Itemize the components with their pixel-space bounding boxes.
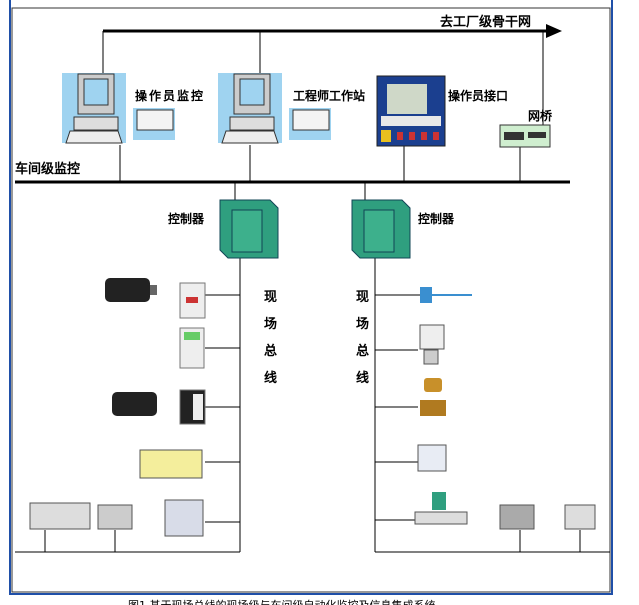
transmitter-icon: [419, 324, 445, 365]
terminal-block-icon: [139, 449, 203, 479]
engineer-station-label: 工程师工作站: [293, 89, 366, 103]
right-field-devices: [414, 287, 596, 530]
drive-icon: [179, 282, 206, 319]
operator-interface-panel-icon: [376, 75, 446, 147]
pump-2-icon: [499, 504, 535, 530]
servo-motor-icon: [105, 278, 157, 302]
controller-right-icon: [351, 199, 411, 259]
engineer-station-pc-icon: [218, 73, 331, 144]
operator-monitor-pc-icon: [62, 73, 175, 144]
controller-left-icon: [219, 199, 279, 259]
outer-frame: [9, 0, 613, 595]
bridge-icon: [499, 124, 551, 148]
controller-right-label: 控制器: [418, 212, 455, 226]
connector-lines: [15, 31, 610, 553]
pressure-transmitter-icon: [417, 444, 447, 472]
control-valve-icon: [420, 378, 446, 416]
backbone-label: 去工厂级骨干网: [440, 15, 532, 30]
operator-interface-label: 操作员接口: [448, 89, 509, 103]
figure-caption: 图1 基于现场总线的现场级与车间级自动化监控及信息集成系统: [128, 597, 436, 605]
pump-icon: [97, 504, 133, 530]
fieldbus-right-label: 现场总线: [356, 290, 370, 386]
controller-left-label: 控制器: [168, 212, 205, 226]
valve-actuator-icon: [164, 499, 204, 537]
bridge-label: 网桥: [528, 109, 553, 123]
left-field-devices: [29, 278, 206, 537]
operator-monitor-label: 操作员监控: [135, 89, 206, 103]
fieldbus-left-label: 现场总线: [264, 290, 278, 386]
flowmeter-icon: [414, 492, 468, 525]
servo-motor-2-icon: [112, 392, 157, 416]
plc-rack-icon: [29, 502, 91, 530]
backbone-arrow: [546, 24, 562, 38]
temperature-sensor-icon: [420, 287, 472, 303]
workshop-monitor-label: 车间级监控: [15, 162, 81, 177]
io-module-icon: [179, 327, 205, 369]
motor-icon: [564, 504, 596, 530]
drive-2-icon: [179, 389, 206, 425]
